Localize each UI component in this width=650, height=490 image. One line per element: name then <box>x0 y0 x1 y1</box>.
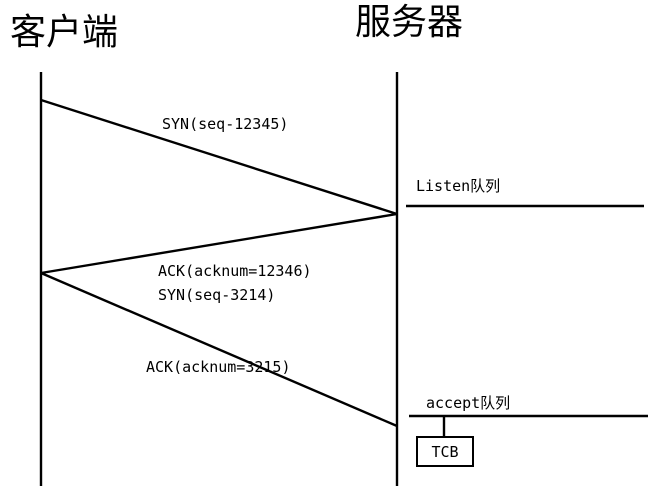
synack-message-line <box>40 212 398 275</box>
listen-queue-label: Listen队列 <box>416 177 500 195</box>
synack-label-syn: SYN(seq-3214) <box>158 286 275 304</box>
server-title: 服务器 <box>355 2 463 43</box>
ack-label: ACK(acknum=3215) <box>146 358 291 376</box>
accept-queue-label: accept队列 <box>426 394 510 412</box>
syn-label: SYN(seq-12345) <box>162 115 288 133</box>
syn-message-line <box>40 98 398 216</box>
tcb-box <box>416 436 474 467</box>
ack-message-line <box>40 271 398 428</box>
synack-label-ack: ACK(acknum=12346) <box>158 262 312 280</box>
tcb-label: TCB <box>431 443 458 461</box>
client-title: 客户端 <box>10 12 118 53</box>
